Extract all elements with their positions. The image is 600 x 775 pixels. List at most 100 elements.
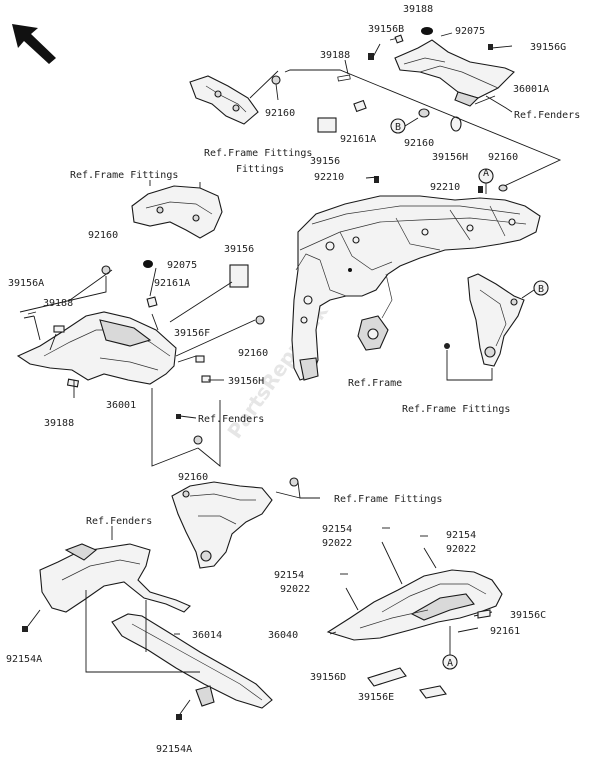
- label-92154-left: 92154: [274, 570, 304, 581]
- ref-frame-fittings-top: Ref.Frame Fittings: [204, 148, 312, 159]
- collar-92160-top: [418, 108, 430, 118]
- label-92161A-top: 92161A: [340, 134, 376, 145]
- label-92154-mid: 92154: [322, 524, 352, 535]
- label-39156-top: 39156: [310, 156, 340, 167]
- leader-36040: [329, 631, 337, 635]
- pad-92161A-left: [146, 296, 158, 308]
- pad-39156D: [367, 667, 407, 687]
- label-92210-left: 92210: [314, 172, 344, 183]
- collar-92160-mid: [255, 315, 265, 325]
- leader-39156-left: [169, 281, 233, 323]
- label-92154A-left: 92154A: [6, 654, 42, 665]
- label-39188-top: 39188: [403, 4, 433, 15]
- pad-39188-left-upper: [53, 325, 65, 333]
- direction-arrow-icon: [12, 24, 56, 64]
- label-92022-left: 92022: [280, 584, 310, 595]
- clip-39156B: [368, 53, 374, 60]
- leader-92160-left: [19, 276, 107, 313]
- label-39188-left-upper: 39188: [43, 298, 73, 309]
- frame-assembly: [291, 195, 541, 381]
- bolt-92154A-bottom: [176, 714, 182, 720]
- bracket-frame-fitting-top: [189, 75, 259, 125]
- label-92160-right: 92160: [488, 152, 518, 163]
- leader-39188-mid: [344, 59, 349, 75]
- pad-39188-mid: [337, 74, 351, 82]
- leader-92160-mid: [175, 319, 256, 357]
- label-39156-left: 39156: [224, 244, 254, 255]
- leader-bracket-top: [249, 70, 279, 99]
- marker-b-right-circle: [533, 280, 549, 296]
- ref-frame: Ref.Frame: [348, 378, 402, 389]
- side-cover-36001: [16, 311, 177, 385]
- inner-cover-lower: [171, 481, 273, 569]
- pad-39156F: [195, 355, 205, 363]
- label-39156G: 39156G: [530, 42, 566, 53]
- leader-39156B: [372, 43, 381, 58]
- label-92210-right: 92210: [430, 182, 460, 193]
- bolt-39156G: [488, 44, 513, 50]
- label-39156H-top: 39156H: [432, 152, 468, 163]
- label-92161A-left: 92161A: [154, 278, 190, 289]
- leader-fenders-mid: [179, 415, 197, 419]
- label-39156C: 39156C: [510, 610, 546, 621]
- label-39156D: 39156D: [310, 672, 346, 683]
- label-92154A-bottom: 92154A: [156, 744, 192, 755]
- leader-frame-fittings-bottom: [275, 481, 320, 499]
- leader-36014: [85, 590, 200, 673]
- marker-b-right: B: [538, 284, 544, 295]
- ref-fenders-top: Ref.Fenders: [514, 110, 580, 121]
- collar-frame-lower: [289, 477, 299, 487]
- leader-bracket-left: [69, 269, 113, 301]
- ref-frame-fittings-top-b: Fittings: [236, 164, 284, 175]
- label-39188-mid: 39188: [320, 50, 350, 61]
- pad-39188-top: [394, 34, 404, 44]
- pad-39156-left: [229, 264, 249, 288]
- clip-fenders-mid: [176, 414, 181, 419]
- pad-39156E: [419, 685, 447, 699]
- pad-39156H-left: [201, 375, 211, 383]
- leader-92075-left: [149, 267, 157, 297]
- label-39156B: 39156B: [368, 24, 404, 35]
- leader-92160-lower: [151, 388, 221, 467]
- ref-fenders-bottom: Ref.Fenders: [86, 516, 152, 527]
- leader-39156F: [177, 355, 197, 363]
- label-92160-left-upper: 92160: [88, 230, 118, 241]
- rivet-left: [348, 268, 352, 272]
- label-92160-upper: 92160: [265, 108, 295, 119]
- marker-a-bottom: A: [447, 658, 453, 669]
- leader-frame-fittings-right: [446, 350, 493, 381]
- clip-39156A: [23, 311, 37, 319]
- label-36001A: 36001A: [513, 84, 549, 95]
- clip-92210-left: [374, 176, 379, 183]
- ref-frame-fittings-bottom: Ref.Frame Fittings: [334, 494, 442, 505]
- leader-lines-top: [284, 69, 562, 189]
- leader-fittings-left: [149, 180, 201, 188]
- label-39188-left-lower: 39188: [44, 418, 74, 429]
- label-92075-left: 92075: [167, 260, 197, 271]
- tail-piece-36040: [326, 569, 503, 641]
- label-36001: 36001: [106, 400, 136, 411]
- leader-92154A-bottom: [179, 699, 191, 715]
- label-92160-mid: 92160: [238, 348, 268, 359]
- ref-frame-fittings-left: Ref.Frame Fittings: [70, 170, 178, 181]
- collar-92160-lower: [193, 435, 203, 445]
- clip-92210-right: [478, 186, 483, 193]
- leader-36001A: [474, 95, 496, 105]
- marker-b-top: B: [395, 122, 401, 133]
- leader-92075-top: [440, 32, 453, 37]
- pad-39188-left-lower: [66, 378, 80, 388]
- pad-39156C: [477, 609, 491, 619]
- leader-b-right: [521, 289, 535, 299]
- label-92161: 92161: [490, 626, 520, 637]
- leaders-92154: [345, 541, 437, 611]
- grommet-92075-left: [143, 260, 153, 268]
- pad-92161A-top: [353, 99, 367, 113]
- label-92154-right: 92154: [446, 530, 476, 541]
- collar-92160-frame: [498, 184, 508, 192]
- tail-cover-upper-part: [394, 39, 515, 107]
- label-92075-top: 92075: [455, 26, 485, 37]
- label-92022-right: 92022: [446, 544, 476, 555]
- pad-39156-top: [317, 117, 337, 133]
- leader-92161A-left: [151, 313, 159, 331]
